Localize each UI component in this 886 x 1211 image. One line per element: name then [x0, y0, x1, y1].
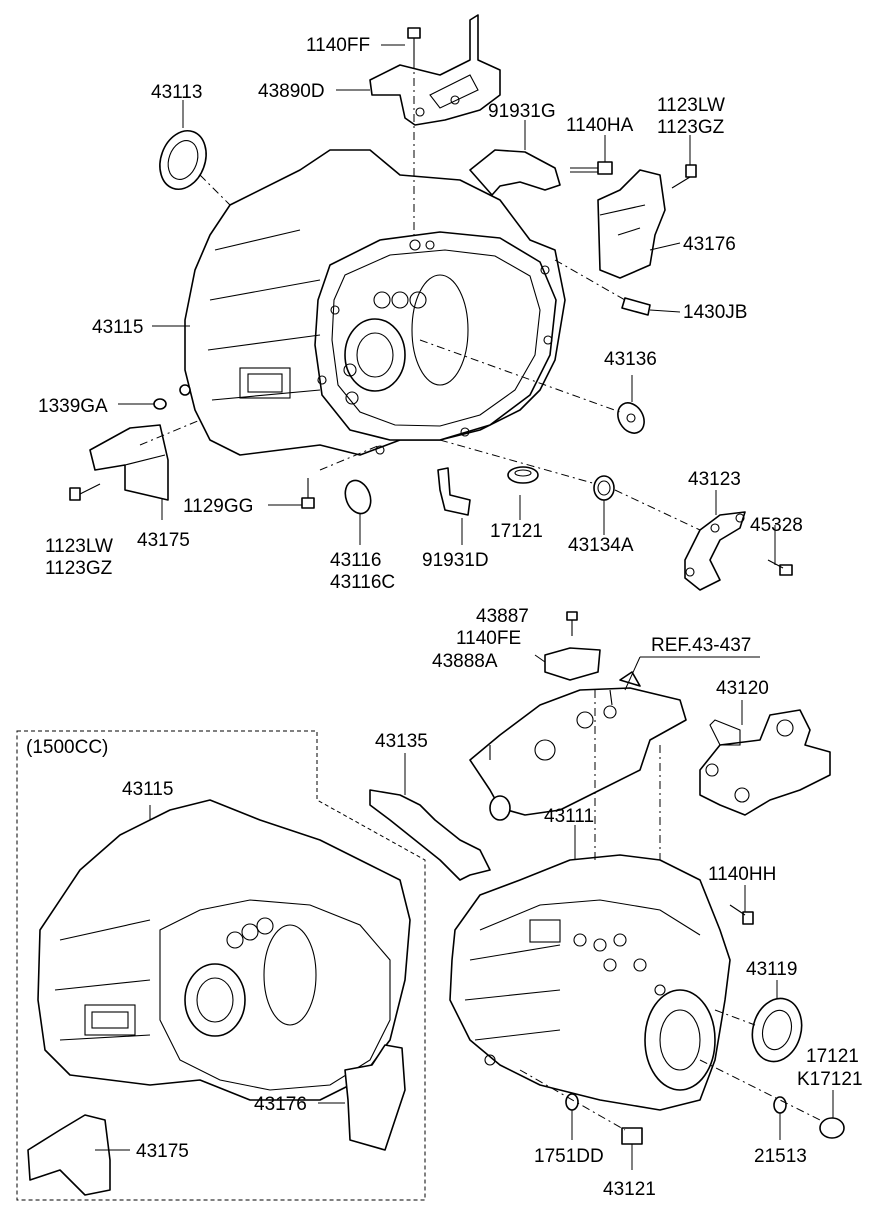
- plug-1339GA: [153, 398, 167, 410]
- label-1140HH: 1140HH: [708, 864, 776, 885]
- label-1123GZ-top: 1123GZ: [657, 117, 725, 138]
- bracket-91931D: [437, 467, 471, 516]
- label-43176-1500cc: 43176: [254, 1094, 307, 1115]
- leader-lines: [95, 44, 834, 1170]
- label-1140FE: 1140FE: [456, 628, 521, 649]
- plate-43123: [614, 489, 746, 591]
- label-43123: 43123: [688, 469, 741, 490]
- label-43176-top: 43176: [683, 234, 736, 255]
- bracket-43176-top: [597, 169, 666, 279]
- bracket-43175-top: [89, 424, 169, 501]
- label-1751DD: 1751DD: [534, 1146, 604, 1167]
- bracket-91931G: [469, 149, 561, 196]
- oil-seal-43113: [159, 130, 207, 190]
- bolt-1129GG: [301, 478, 315, 509]
- label-43887: 43887: [476, 606, 529, 627]
- label-43116C: 43116C: [330, 572, 395, 593]
- label-1123LW-bottom: 1123LW: [45, 536, 113, 557]
- label-1129GG: 1129GG: [183, 496, 253, 517]
- bolt-1123LW-top: [671, 164, 697, 189]
- label-43119: 43119: [746, 959, 797, 980]
- label-43888A: 43888A: [432, 651, 498, 672]
- label-1123GZ-bottom: 1123GZ: [45, 558, 113, 579]
- washer-21513: [773, 1096, 787, 1114]
- washer-17121-top: [507, 466, 539, 484]
- label-43120: 43120: [716, 678, 769, 699]
- label-45328: 45328: [750, 515, 803, 536]
- label-17121-bottom: 17121: [806, 1046, 859, 1067]
- transmission-case-43111: [449, 854, 731, 1111]
- bracket-43176-1500cc: [344, 1044, 406, 1151]
- washer-43136: [419, 339, 645, 434]
- bracket-43890D: [369, 14, 501, 126]
- label-1123LW-top: 1123LW: [657, 95, 725, 116]
- label-43111: 43111: [544, 806, 594, 827]
- label-91931D: 91931D: [422, 550, 489, 571]
- label-43116: 43116: [330, 550, 381, 571]
- pin-1430JB: [554, 259, 651, 316]
- label-21513: 21513: [754, 1146, 807, 1167]
- label-ref-43-437: REF.43-437: [651, 635, 751, 656]
- plate-43116: [319, 444, 381, 515]
- label-43121: 43121: [603, 1179, 656, 1200]
- label-43890D: 43890D: [258, 81, 325, 102]
- label-1140FF: 1140FF: [306, 35, 370, 56]
- bolt-1140HH: [729, 904, 754, 925]
- washer-1751DD: [565, 1093, 579, 1111]
- label-43115-1500cc: 43115: [122, 779, 173, 800]
- label-1140HA: 1140HA: [566, 115, 634, 136]
- clutch-housing-1500cc: [37, 799, 411, 1101]
- label-43115-top: 43115: [92, 317, 143, 338]
- label-43136: 43136: [604, 349, 657, 370]
- label-1339GA: 1339GA: [38, 396, 108, 417]
- label-43135: 43135: [375, 731, 428, 752]
- mount-43120: [699, 709, 831, 816]
- bolt-45328: [767, 559, 793, 576]
- bracket-43175-1500cc: [27, 1114, 111, 1196]
- plug-17121: [699, 1059, 845, 1139]
- bolt-1140HA: [570, 161, 613, 175]
- bracket-43135: [369, 789, 491, 881]
- plug-43121: [519, 1069, 643, 1145]
- label-43175-top: 43175: [137, 530, 190, 551]
- 1500cc-variant-box: [16, 730, 426, 1201]
- bracket-43888A: [544, 647, 601, 681]
- bolt-43887: [566, 611, 578, 636]
- label-43113: 43113: [151, 82, 202, 103]
- bolt-1140FF: [407, 27, 421, 60]
- shift-control-assembly: [469, 687, 687, 821]
- label-91931G: 91931G: [488, 101, 556, 122]
- clutch-housing-assembly: [184, 149, 566, 456]
- bolt-1123LW-bottom: [69, 483, 101, 501]
- label-1430JB: 1430JB: [683, 302, 747, 323]
- label-K17121: K17121: [797, 1069, 863, 1090]
- seal-43119: [714, 997, 803, 1063]
- label-17121-top: 17121: [490, 521, 543, 542]
- label-43175-1500cc: 43175: [136, 1141, 189, 1162]
- label-43134A: 43134A: [568, 535, 634, 556]
- label-1500cc: (1500CC): [26, 737, 108, 758]
